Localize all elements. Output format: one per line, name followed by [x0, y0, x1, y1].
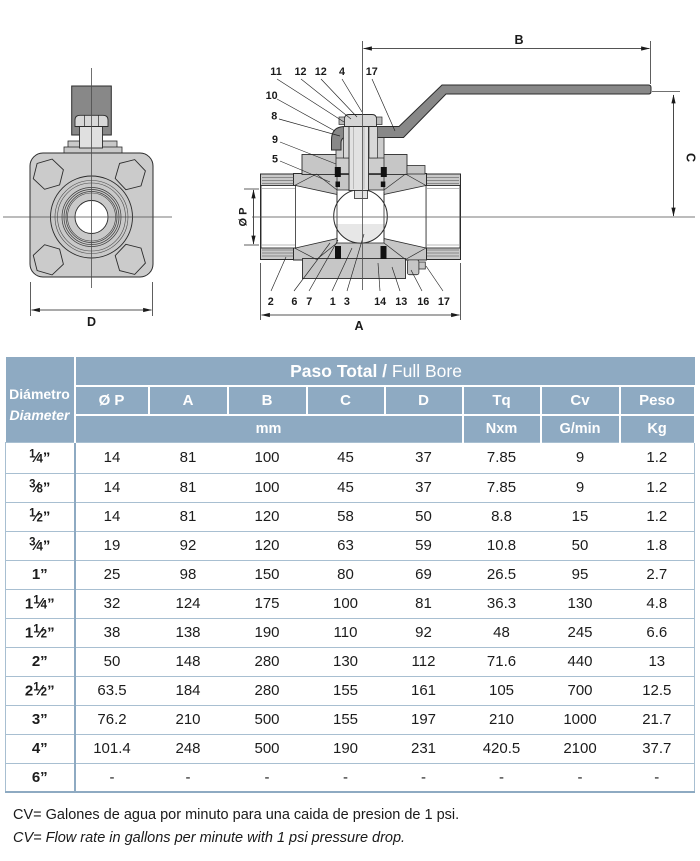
svg-text:6: 6 [291, 296, 297, 308]
svg-text:B: B [514, 33, 523, 47]
svg-text:C: C [684, 153, 698, 162]
svg-text:16: 16 [417, 296, 429, 308]
svg-text:8: 8 [271, 111, 277, 123]
svg-text:D: D [87, 315, 96, 329]
svg-text:17: 17 [366, 66, 378, 78]
svg-text:11: 11 [270, 66, 281, 78]
svg-text:3: 3 [344, 296, 350, 308]
svg-text:14: 14 [374, 296, 386, 308]
svg-text:10: 10 [266, 90, 278, 102]
svg-text:1: 1 [330, 296, 336, 308]
svg-text:4: 4 [339, 66, 345, 78]
svg-text:12: 12 [315, 66, 327, 78]
svg-text:9: 9 [272, 134, 278, 146]
svg-text:Ø P: Ø P [238, 208, 250, 227]
svg-text:12: 12 [294, 66, 306, 78]
svg-text:A: A [354, 319, 363, 333]
svg-text:5: 5 [272, 154, 278, 166]
svg-text:17: 17 [438, 296, 450, 308]
svg-text:13: 13 [395, 296, 407, 308]
svg-text:2: 2 [268, 296, 274, 308]
svg-text:7: 7 [306, 296, 312, 308]
